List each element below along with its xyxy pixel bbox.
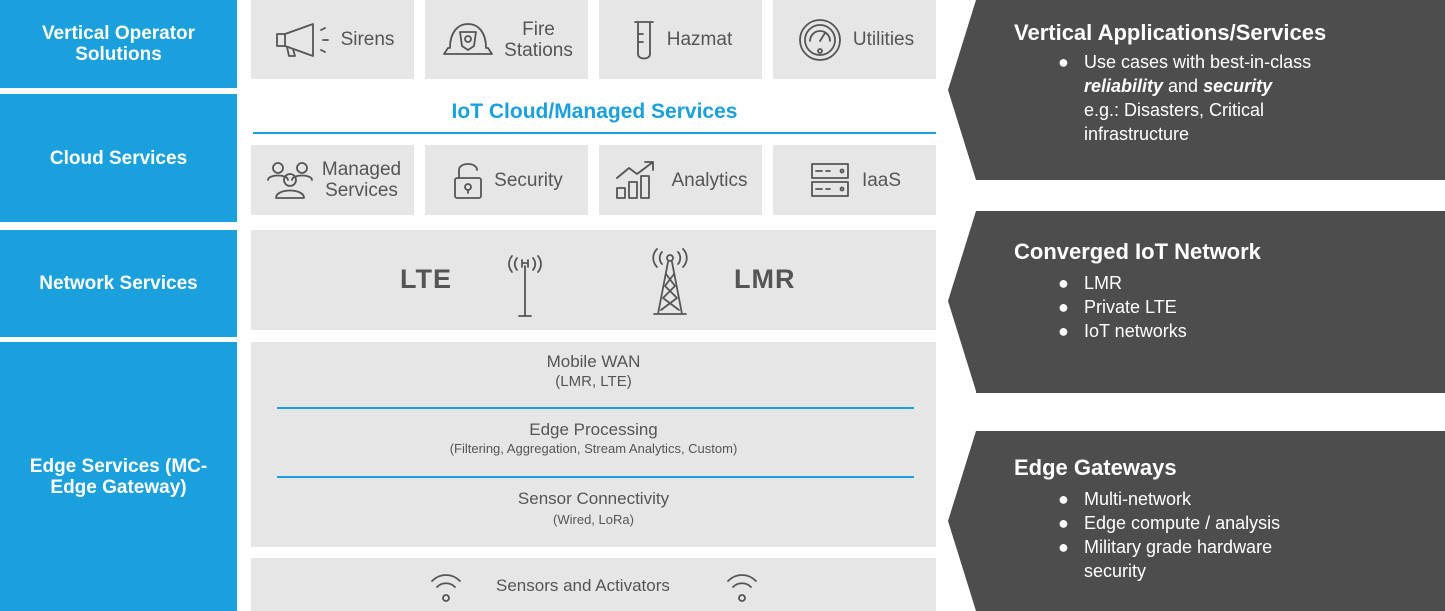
edge-row-mobile-wan: Mobile WAN (LMR, LTE) [251, 352, 936, 392]
wireless-signal-icon [431, 574, 461, 602]
edge-row-title: Mobile WAN [546, 352, 641, 371]
edge-box [251, 342, 936, 547]
layer-label-cloud: Cloud Services [0, 94, 237, 222]
layer-label-edge: Edge Services (MC-Edge Gateway) [0, 342, 237, 611]
edge-divider-1 [277, 407, 914, 409]
panel-pointer [948, 211, 976, 391]
panel-vertical-applications: Vertical Applications/Services ●Use case… [976, 0, 1445, 180]
cloud-divider [253, 132, 936, 134]
panel-list-item: reliability and security [1084, 76, 1273, 96]
panel-list: ●Use cases with best-in-class reliabilit… [1014, 50, 1445, 146]
megaphone-icon [275, 22, 329, 57]
panel-pointer [948, 0, 976, 180]
tile-label-wrap: Fire Stations [504, 19, 574, 61]
panel-list-item: security [1084, 561, 1147, 581]
panel-converged-network: Converged IoT Network ●LMR ●Private LTE … [976, 211, 1445, 393]
panel-list-item: ●LMR [1058, 273, 1123, 293]
edge-row-sub: (LMR, LTE) [555, 373, 632, 390]
tile-security: Security [425, 145, 588, 215]
tile-label: Sirens [340, 29, 395, 50]
network-lte-label: LTE [400, 264, 452, 294]
tile-label: Managed Services [321, 159, 402, 201]
cloud-header: IoT Cloud/Managed Services [451, 100, 738, 123]
edge-row-title: Sensor Connectivity [517, 489, 670, 508]
edge-row-title: Edge Processing [529, 420, 658, 439]
people-icon [266, 162, 313, 199]
edge-row-sensor-connectivity: Sensor Connectivity (Wired, LoRa) [251, 488, 936, 530]
tile-label: Hazmat [666, 29, 733, 50]
panel-title: Edge Gateways [1014, 455, 1177, 480]
gauge-meter-icon [798, 18, 841, 61]
tile-utilities: Utilities [773, 0, 936, 79]
layer-label-network: Network Services [0, 230, 237, 337]
panel-list-item: e.g.: Disasters, Critical [1084, 100, 1265, 120]
tile-label: Fire Stations [504, 18, 573, 61]
tile-label: IaaS [861, 169, 902, 191]
panel-pointer [948, 431, 976, 611]
test-tube-icon [633, 20, 654, 59]
edge-divider-2 [277, 476, 914, 478]
analytics-chart-icon [616, 161, 655, 199]
radio-tower-icon [652, 248, 688, 315]
panel-list: ●Multi-network ●Edge compute / analysis … [1014, 487, 1445, 583]
tile-label-wrap: Managed Services [322, 159, 402, 201]
network-box [251, 230, 936, 330]
fire-helmet-icon [442, 22, 493, 55]
tile-hazmat: Hazmat [599, 0, 762, 79]
panel-title: Converged IoT Network [1014, 239, 1261, 264]
panel-list: ●LMR ●Private LTE ●IoT networks [1014, 271, 1445, 343]
tile-label: Analytics [671, 169, 748, 191]
panel-list-item: ●Edge compute / analysis [1058, 513, 1281, 533]
edge-row-sub: (Wired, LoRa) [553, 512, 634, 527]
sensors-label: Sensors and Activators [496, 576, 670, 595]
tile-iaas: IaaS [773, 145, 936, 215]
panel-list-item: infrastructure [1084, 124, 1190, 144]
server-icon [811, 163, 849, 197]
panel-list-item: ●Use cases with best-in-class [1058, 52, 1312, 72]
sensors-box [251, 558, 936, 611]
panel-list-item: ●IoT networks [1058, 321, 1187, 341]
wireless-signal-icon [727, 574, 757, 602]
edge-row-processing: Edge Processing (Filtering, Aggregation,… [251, 420, 936, 458]
tile-label: Utilities [852, 29, 915, 50]
panel-list-item: ●Multi-network [1058, 489, 1192, 509]
network-lmr-label: LMR [734, 264, 796, 294]
edge-row-sub: (Filtering, Aggregation, Stream Analytic… [449, 441, 738, 456]
panel-title: Vertical Applications/Services [1014, 20, 1327, 45]
tile-fire-stations: Fire Stations [425, 0, 588, 79]
padlock-icon [454, 163, 483, 199]
tile-analytics: Analytics [599, 145, 762, 215]
tile-managed-services: Managed Services [251, 145, 414, 215]
tile-label: Security [494, 169, 563, 191]
antenna-icon [508, 255, 542, 317]
layer-label-vertical: Vertical Operator Solutions [0, 0, 237, 88]
panel-edge-gateways: Edge Gateways ●Multi-network ●Edge compu… [976, 431, 1445, 611]
panel-list-item: ●Military grade hardware [1058, 537, 1273, 557]
panel-list-item: ●Private LTE [1058, 297, 1177, 317]
tile-sirens: Sirens [251, 0, 414, 79]
